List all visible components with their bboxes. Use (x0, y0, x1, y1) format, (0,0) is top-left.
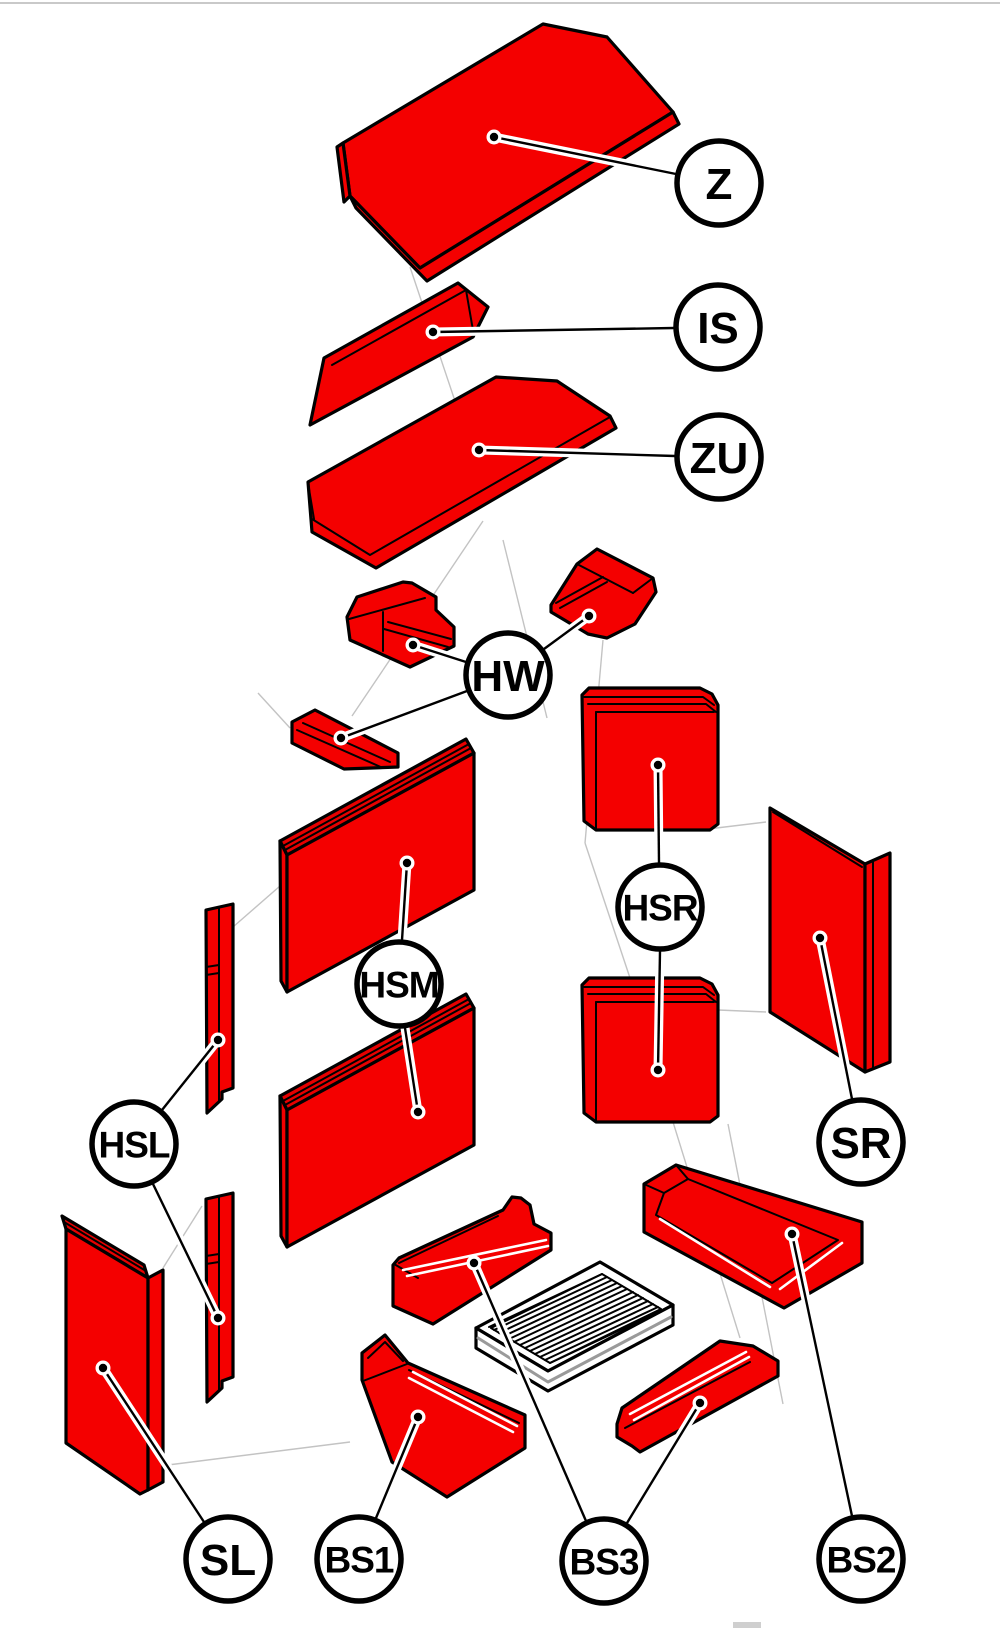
part-label-IS[interactable]: IS (673, 282, 763, 372)
part-hsm-back-panel-upper[interactable] (278, 737, 476, 994)
part-bs2-bottom-tray[interactable] (642, 1163, 864, 1310)
part-hsr-brick-upper[interactable] (580, 686, 720, 832)
part-label-Z[interactable]: Z (674, 138, 764, 228)
part-label-HSR[interactable]: HSR (615, 862, 705, 952)
leader-lines (95, 129, 857, 1528)
page-bottom-mark (733, 1622, 761, 1628)
part-hsl-strip-lower[interactable] (204, 1191, 235, 1404)
part-label-text: BS3 (570, 1541, 639, 1582)
page-top-rule (0, 2, 1000, 4)
part-label-text: SR (830, 1119, 891, 1168)
part-label-ZU[interactable]: ZU (674, 412, 764, 502)
part-label-BS3[interactable]: BS3 (559, 1516, 649, 1606)
part-label-HSL[interactable]: HSL (89, 1099, 179, 1189)
part-label-text: BS2 (827, 1539, 896, 1580)
part-hsm-back-panel-lower[interactable] (278, 992, 476, 1249)
part-label-text: HW (471, 652, 545, 701)
part-labels: Z IS ZU HW HSR HSM HSL SR SL BS1 BS3 BS2 (89, 138, 906, 1606)
part-label-text: SL (200, 1536, 256, 1585)
part-hw-bracket-right[interactable] (549, 547, 658, 640)
part-z-top-baffle-plate[interactable] (335, 22, 681, 283)
part-fire-grate (474, 1260, 675, 1393)
part-hsl-strip-upper[interactable] (204, 902, 235, 1115)
part-label-BS2[interactable]: BS2 (816, 1514, 906, 1604)
part-label-BS1[interactable]: BS1 (314, 1514, 404, 1604)
part-label-text: ZU (690, 434, 749, 483)
part-label-text: HSM (359, 964, 438, 1005)
part-sr-side-panel-right[interactable] (768, 806, 892, 1074)
part-is-insert-plate[interactable] (308, 281, 490, 427)
part-hsr-brick-lower[interactable] (580, 976, 720, 1124)
part-label-text: HSL (99, 1124, 170, 1165)
part-label-text: BS1 (325, 1539, 394, 1580)
part-label-text: HSR (622, 887, 697, 928)
part-zu-lower-baffle-plate[interactable] (306, 375, 618, 570)
part-label-text: Z (706, 160, 733, 209)
part-label-SL[interactable]: SL (183, 1514, 273, 1604)
part-label-text: IS (697, 304, 739, 353)
parts-layer (60, 22, 892, 1499)
part-label-HSM[interactable]: HSM (354, 939, 444, 1029)
part-label-HW[interactable]: HW (463, 630, 553, 720)
part-label-SR[interactable]: SR (816, 1097, 906, 1187)
part-sl-side-panel-left[interactable] (60, 1214, 165, 1496)
